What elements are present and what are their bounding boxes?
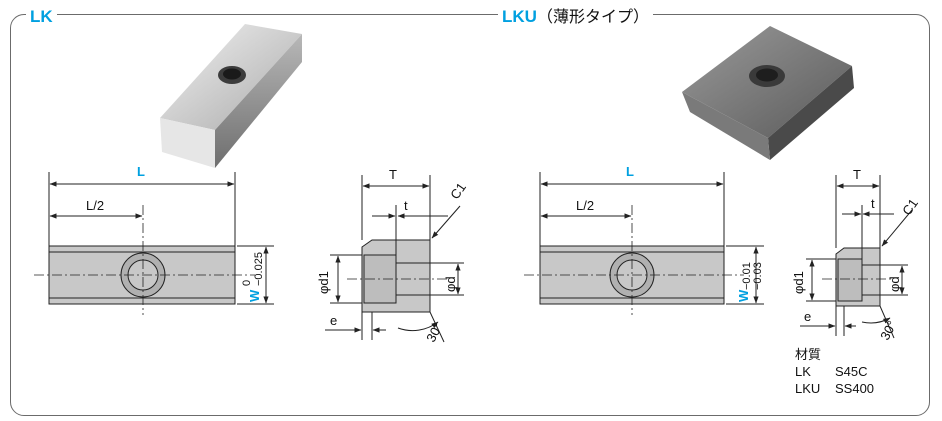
material-heading: 材質	[795, 347, 822, 362]
lku-dim-d: φd	[887, 276, 902, 292]
material-row: LK S45C	[795, 363, 874, 380]
lku-dim-W: W	[736, 289, 751, 302]
material-table: 材質 LK S45C LKU SS400	[795, 346, 874, 397]
lk-dim-L: L	[137, 164, 145, 179]
lku-title-text: LKU	[502, 7, 537, 26]
material-model: LKU	[795, 381, 821, 396]
lku-dim-e: e	[804, 309, 812, 324]
lk-dim-d: φd	[443, 276, 458, 292]
lk-top-view	[34, 172, 274, 315]
lk-title-text: LK	[30, 7, 53, 26]
material-model: LK	[795, 364, 811, 379]
lku-w-tol-lower: −0.03	[752, 262, 764, 290]
lk-dim-e: e	[330, 313, 338, 328]
lk-dim-L-half: L/2	[86, 198, 105, 213]
lku-dim-t: t	[871, 196, 875, 211]
lku-dim-L-half: L/2	[576, 198, 595, 213]
lk-section-view	[325, 175, 464, 343]
lk-w-tol-lower: −0.025	[253, 252, 265, 286]
lk-title: LK	[26, 6, 57, 28]
lku-top-view	[524, 172, 764, 315]
material-grade: SS400	[835, 381, 875, 396]
lku-product-image	[682, 26, 854, 160]
material-grade: S45C	[835, 364, 868, 379]
lku-dim-T: T	[853, 167, 861, 182]
lku-title: LKU（薄形タイプ）	[498, 6, 653, 29]
lku-section-view	[800, 175, 913, 339]
material-row: LKU SS400	[795, 380, 874, 397]
lk-dim-d1: φd1	[316, 271, 331, 294]
lk-dim-W: W	[247, 289, 262, 302]
lk-w-tol-upper: 0	[241, 279, 253, 286]
lk-product-image	[160, 24, 302, 168]
lku-subtitle: （薄形タイプ）	[536, 9, 649, 26]
lk-dim-t: t	[404, 198, 408, 213]
lk-dim-T: T	[389, 167, 397, 182]
lku-dim-L: L	[626, 164, 634, 179]
lku-dim-d1: φd1	[791, 271, 806, 294]
content-frame	[10, 14, 930, 416]
